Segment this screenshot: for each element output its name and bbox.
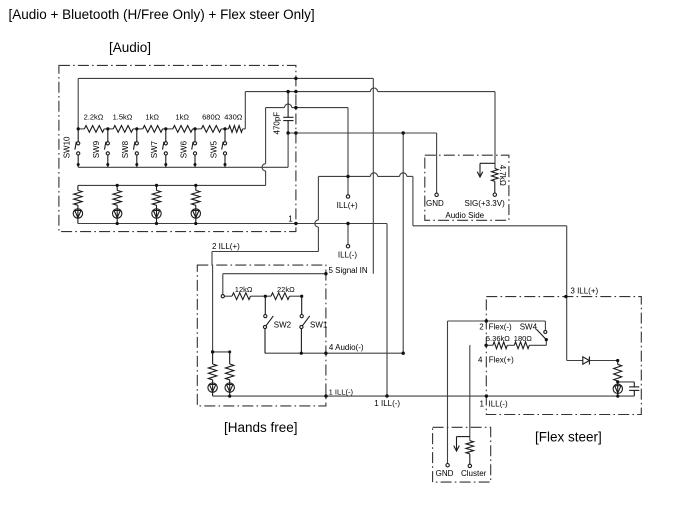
svg-text:[Hands free]: [Hands free]	[224, 420, 298, 435]
svg-text:1: 1	[288, 215, 293, 224]
svg-text:2: 2	[479, 323, 484, 332]
svg-text:1.5kΩ: 1.5kΩ	[113, 112, 133, 121]
svg-text:GND: GND	[426, 199, 444, 208]
svg-text:SW6: SW6	[179, 140, 188, 158]
svg-text:2 ILL(+): 2 ILL(+)	[212, 242, 240, 251]
svg-text:1kΩ: 1kΩ	[175, 112, 189, 121]
svg-text:SW9: SW9	[92, 140, 101, 158]
svg-text:Flex(+): Flex(+)	[489, 356, 514, 365]
svg-text:4.7kΩ: 4.7kΩ	[498, 165, 507, 186]
svg-text:GND: GND	[436, 469, 454, 478]
svg-text:180Ω: 180Ω	[514, 334, 533, 343]
svg-text:SW1: SW1	[310, 320, 328, 329]
svg-text:5 Signal IN: 5 Signal IN	[329, 266, 368, 275]
svg-text:430Ω: 430Ω	[224, 112, 243, 121]
svg-text:12kΩ: 12kΩ	[235, 285, 253, 294]
svg-text:2.2kΩ: 2.2kΩ	[84, 112, 104, 121]
svg-text:Audio Side: Audio Side	[445, 211, 484, 220]
svg-text:SW10: SW10	[63, 136, 72, 158]
svg-text:[Audio]: [Audio]	[109, 40, 151, 55]
svg-text:5.36kΩ: 5.36kΩ	[486, 334, 510, 343]
svg-text:SW8: SW8	[121, 140, 130, 158]
svg-text:22kΩ: 22kΩ	[277, 285, 295, 294]
svg-text:SW4: SW4	[520, 323, 538, 332]
svg-text:680Ω: 680Ω	[202, 112, 221, 121]
svg-text:ILL(+): ILL(+)	[337, 201, 358, 210]
svg-text:ILL(-): ILL(-)	[338, 251, 357, 260]
svg-text:3 ILL(+): 3 ILL(+)	[570, 287, 598, 296]
svg-text:[Audio + Bluetooth (H/Free Onl: [Audio + Bluetooth (H/Free Only) + Flex …	[9, 7, 315, 22]
svg-text:4 Audio(-): 4 Audio(-)	[329, 343, 364, 352]
svg-text:ILL(-): ILL(-)	[489, 400, 508, 409]
svg-text:470pF: 470pF	[273, 112, 282, 135]
svg-text:Cluster: Cluster	[461, 469, 487, 478]
svg-text:4: 4	[478, 356, 483, 365]
svg-text:SW2: SW2	[274, 320, 292, 329]
svg-text:1kΩ: 1kΩ	[145, 112, 159, 121]
svg-text:Flex(-): Flex(-)	[489, 323, 512, 332]
svg-text:SW5: SW5	[209, 140, 218, 158]
svg-text:SW7: SW7	[150, 140, 159, 158]
svg-text:1 ILL(-): 1 ILL(-)	[374, 399, 400, 408]
svg-text:1 ILL(-): 1 ILL(-)	[329, 387, 354, 396]
svg-text:1: 1	[480, 400, 485, 409]
svg-text:SIG(+3.3V): SIG(+3.3V)	[465, 199, 506, 208]
svg-text:[Flex steer]: [Flex steer]	[535, 430, 602, 445]
